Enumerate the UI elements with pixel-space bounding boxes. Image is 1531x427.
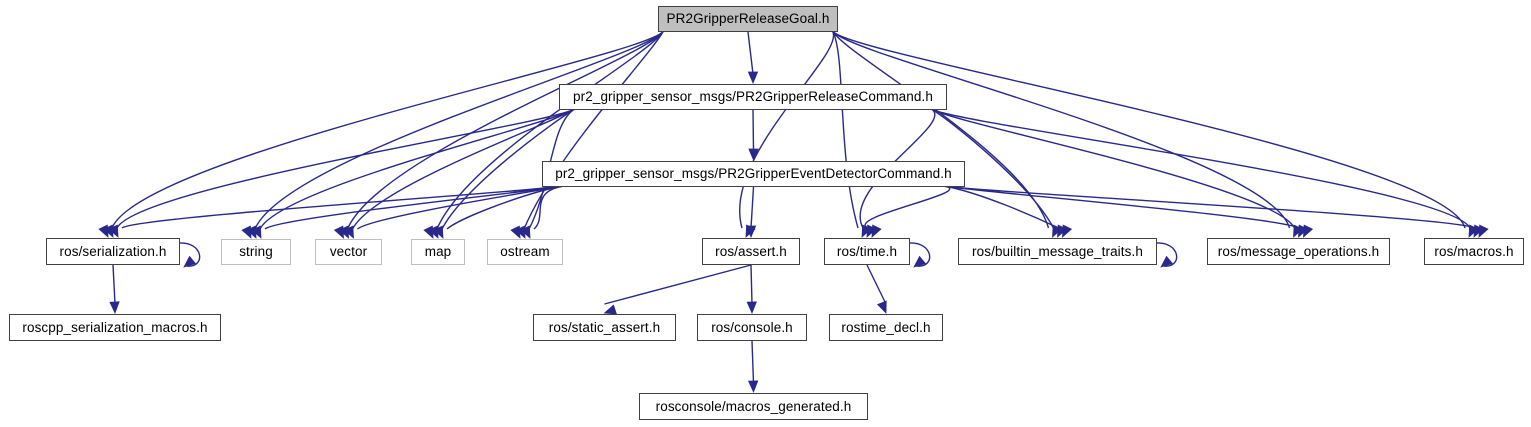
edge-evtcmd-to-assert-head	[745, 225, 757, 239]
edge-evtcmd-to-ostream-head	[520, 225, 531, 239]
edge-time-to-time	[907, 242, 931, 267]
edge-root-to-serial	[111, 30, 665, 229]
graph-node-evtcmd[interactable]: pr2_gripper_sensor_msgs/PR2GripperEventD…	[542, 161, 965, 187]
graph-node-rosconmac[interactable]: rosconsole/macros_generated.h	[639, 393, 868, 420]
edge-root-to-msgops	[831, 30, 1291, 229]
graph-node-label: ros/macros.h	[1434, 243, 1514, 259]
edge-relcmd-to-msgops	[931, 108, 1296, 229]
edge-traits-to-traits-head	[1160, 255, 1174, 268]
edge-assert-to-console-head	[746, 301, 757, 315]
edge-evtcmd-to-macros	[943, 185, 1476, 229]
edge-relcmd-to-macros	[931, 108, 1471, 229]
graph-node-label: pr2_gripper_sensor_msgs/PR2GripperEventD…	[555, 166, 952, 182]
graph-node-label: rostime_decl.h	[841, 319, 931, 335]
edge-evtcmd-to-string	[264, 185, 564, 230]
graph-node-traits[interactable]: ros/builtin_message_traits.h	[958, 238, 1157, 265]
edge-evtcmd-to-map	[446, 185, 564, 230]
graph-node-label: ros/message_operations.h	[1217, 243, 1380, 259]
edge-relcmd-to-string	[259, 108, 575, 230]
graph-node-label: ros/time.h	[836, 243, 898, 259]
graph-node-label: PR2GripperReleaseGoal.h	[666, 11, 830, 27]
edge-relcmd-to-evtcmd	[752, 109, 755, 152]
graph-node-assert[interactable]: ros/assert.h	[702, 238, 800, 265]
graph-node-label: ostream	[500, 244, 550, 260]
edge-traits-to-traits	[1154, 242, 1178, 267]
edge-time-to-time-head	[913, 255, 927, 268]
edge-relcmd-to-evtcmd-head	[748, 148, 759, 162]
graph-node-msgops[interactable]: ros/message_operations.h	[1207, 238, 1390, 265]
edge-evtcmd-to-serial-head	[108, 224, 119, 238]
graph-node-root[interactable]: PR2GripperReleaseGoal.h	[658, 6, 838, 32]
edge-assert-to-staticass	[604, 264, 752, 305]
edge-evtcmd-to-msgops-head	[1303, 224, 1314, 238]
graph-node-label: ros/static_assert.h	[548, 319, 661, 335]
edge-root-to-macros	[831, 30, 1466, 229]
graph-node-serial[interactable]: ros/serialization.h	[46, 238, 180, 265]
edge-relcmd-to-traits	[931, 108, 1055, 229]
edge-assert-to-console	[750, 264, 753, 305]
edge-evtcmd-to-vector-head	[343, 225, 354, 239]
graph-node-map[interactable]: map	[411, 239, 465, 265]
graph-node-console[interactable]: ros/console.h	[697, 314, 807, 341]
graph-node-label: string	[239, 244, 273, 260]
edge-relcmd-to-map	[441, 108, 575, 230]
edge-console-to-rosconmac	[751, 340, 755, 384]
edge-root-to-relcmd	[747, 31, 754, 75]
edge-relcmd-to-vector	[351, 108, 575, 230]
graph-node-label: ros/assert.h	[715, 243, 787, 259]
edge-evtcmd-to-traits-head	[1062, 224, 1073, 238]
edge-evtcmd-to-traits	[943, 185, 1059, 229]
edge-relcmd-to-time	[859, 108, 936, 229]
edge-evtcmd-to-time	[864, 185, 951, 229]
edge-evtcmd-to-ostream	[533, 185, 564, 230]
graph-node-label: roscpp_serialization_macros.h	[22, 319, 208, 335]
edge-evtcmd-to-time-head	[871, 224, 882, 238]
edge-root-to-assert	[739, 30, 835, 229]
edge-serial-to-serial-head	[183, 255, 197, 268]
edge-root-to-ostream	[523, 30, 665, 230]
edge-relcmd-to-ostream	[528, 108, 575, 230]
graph-node-vector[interactable]: vector	[315, 239, 382, 265]
edge-evtcmd-to-string-head	[251, 225, 262, 239]
edge-root-to-time	[831, 30, 859, 229]
edge-evtcmd-to-serial	[121, 185, 564, 229]
graph-node-label: map	[424, 244, 452, 260]
edge-root-to-string	[254, 30, 665, 230]
graph-node-macros[interactable]: ros/macros.h	[1424, 238, 1524, 265]
edge-console-to-rosconmac-head	[747, 380, 759, 394]
edge-root-to-map	[436, 30, 665, 230]
graph-node-label: ros/console.h	[711, 319, 793, 335]
edge-evtcmd-to-macros-head	[1478, 224, 1489, 238]
edge-evtcmd-to-msgops	[943, 185, 1300, 229]
graph-node-time[interactable]: ros/time.h	[824, 238, 910, 265]
edge-time-to-rostimedecl	[866, 264, 887, 305]
edge-root-to-relcmd-head	[747, 71, 759, 85]
graph-node-label: ros/builtin_message_traits.h	[972, 243, 1143, 259]
graph-node-label: pr2_gripper_sensor_msgs/PR2GripperReleas…	[573, 89, 933, 105]
edge-serial-to-roscppser-head	[109, 301, 120, 315]
edge-evtcmd-to-map-head	[433, 225, 444, 239]
graph-node-relcmd[interactable]: pr2_gripper_sensor_msgs/PR2GripperReleas…	[559, 84, 947, 110]
edge-time-to-rostimedecl-head	[876, 300, 887, 314]
graph-node-roscppser[interactable]: roscpp_serialization_macros.h	[9, 314, 221, 341]
edge-serial-to-roscppser	[112, 264, 116, 305]
edge-evtcmd-to-vector	[357, 185, 564, 230]
edge-assert-to-staticass-head	[603, 304, 617, 315]
graph-node-ostream[interactable]: ostream	[487, 239, 563, 265]
edge-relcmd-to-serial	[116, 108, 575, 229]
graph-node-rostimedecl[interactable]: rostime_decl.h	[829, 314, 943, 341]
edge-evtcmd-to-assert	[750, 186, 755, 229]
graph-node-string[interactable]: string	[221, 239, 291, 265]
graph-node-label: rosconsole/macros_generated.h	[655, 398, 852, 414]
graph-node-label: ros/serialization.h	[59, 243, 167, 259]
edge-root-to-vector	[346, 30, 665, 230]
edge-serial-to-serial	[177, 242, 201, 267]
graph-node-label: vector	[329, 244, 368, 260]
graph-node-staticass[interactable]: ros/static_assert.h	[533, 314, 676, 341]
